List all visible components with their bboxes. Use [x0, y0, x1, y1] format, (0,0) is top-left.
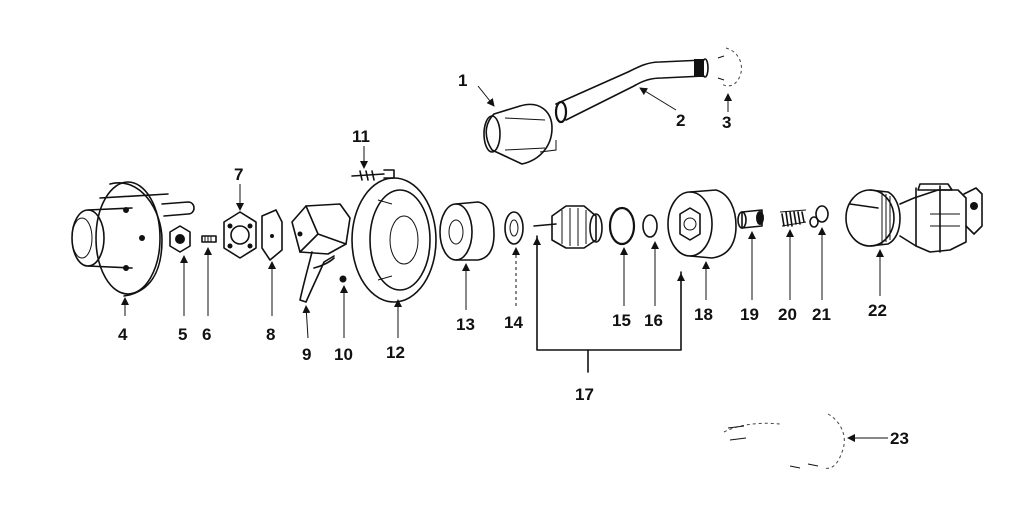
part-12-escutcheon	[351, 177, 437, 303]
label-part-8: 8	[266, 325, 275, 344]
part-20-spring	[779, 209, 807, 227]
part-18-bonnet-nut	[667, 189, 737, 259]
part-number-labels: 1 2 3 4 5 6 7 8 9 10 11 12 13 14 15 16 1…	[118, 71, 909, 448]
part-6-screw	[201, 235, 217, 243]
part-21-washer	[809, 205, 829, 228]
part-7-adapter	[223, 211, 257, 259]
label-part-4: 4	[118, 325, 128, 344]
label-part-16: 16	[644, 311, 663, 330]
label-part-10: 10	[334, 345, 353, 364]
label-part-6: 6	[202, 325, 211, 344]
label-part-19: 19	[740, 305, 759, 324]
part-23-tub-spout	[723, 413, 845, 469]
part-16-ring	[642, 214, 658, 238]
label-part-1: 1	[458, 71, 467, 90]
part-4-sleeve-flange	[71, 181, 195, 297]
part-3-arm-flange	[717, 47, 742, 87]
part-10-set-screw	[339, 275, 347, 283]
label-part-3: 3	[722, 113, 731, 132]
callout-arrows	[121, 85, 888, 442]
label-part-17: 17	[575, 385, 594, 404]
part-14-washer	[504, 211, 524, 245]
part-22-valve-body	[845, 183, 983, 253]
label-part-5: 5	[178, 325, 187, 344]
label-part-23: 23	[890, 429, 909, 448]
label-part-2: 2	[676, 111, 685, 130]
label-part-12: 12	[386, 343, 405, 362]
part-8-plate	[261, 209, 283, 261]
label-part-21: 21	[812, 305, 831, 324]
part-9-lever-handle	[291, 203, 351, 303]
label-part-7: 7	[234, 165, 243, 184]
part-1-shower-head	[483, 103, 557, 165]
label-part-22: 22	[868, 301, 887, 320]
label-part-13: 13	[456, 315, 475, 334]
label-part-20: 20	[778, 305, 797, 324]
part-5-retaining-nut	[169, 225, 191, 253]
part-13-sleeve	[439, 201, 495, 261]
label-part-11: 11	[352, 127, 370, 146]
label-part-15: 15	[612, 311, 631, 330]
part-15-o-ring	[608, 206, 636, 246]
label-part-18: 18	[694, 305, 713, 324]
part-2-shower-arm	[554, 58, 709, 124]
cartridge-stem	[533, 205, 603, 249]
label-part-9: 9	[302, 345, 311, 364]
part-19-seat	[737, 209, 764, 229]
label-part-14: 14	[504, 313, 523, 332]
